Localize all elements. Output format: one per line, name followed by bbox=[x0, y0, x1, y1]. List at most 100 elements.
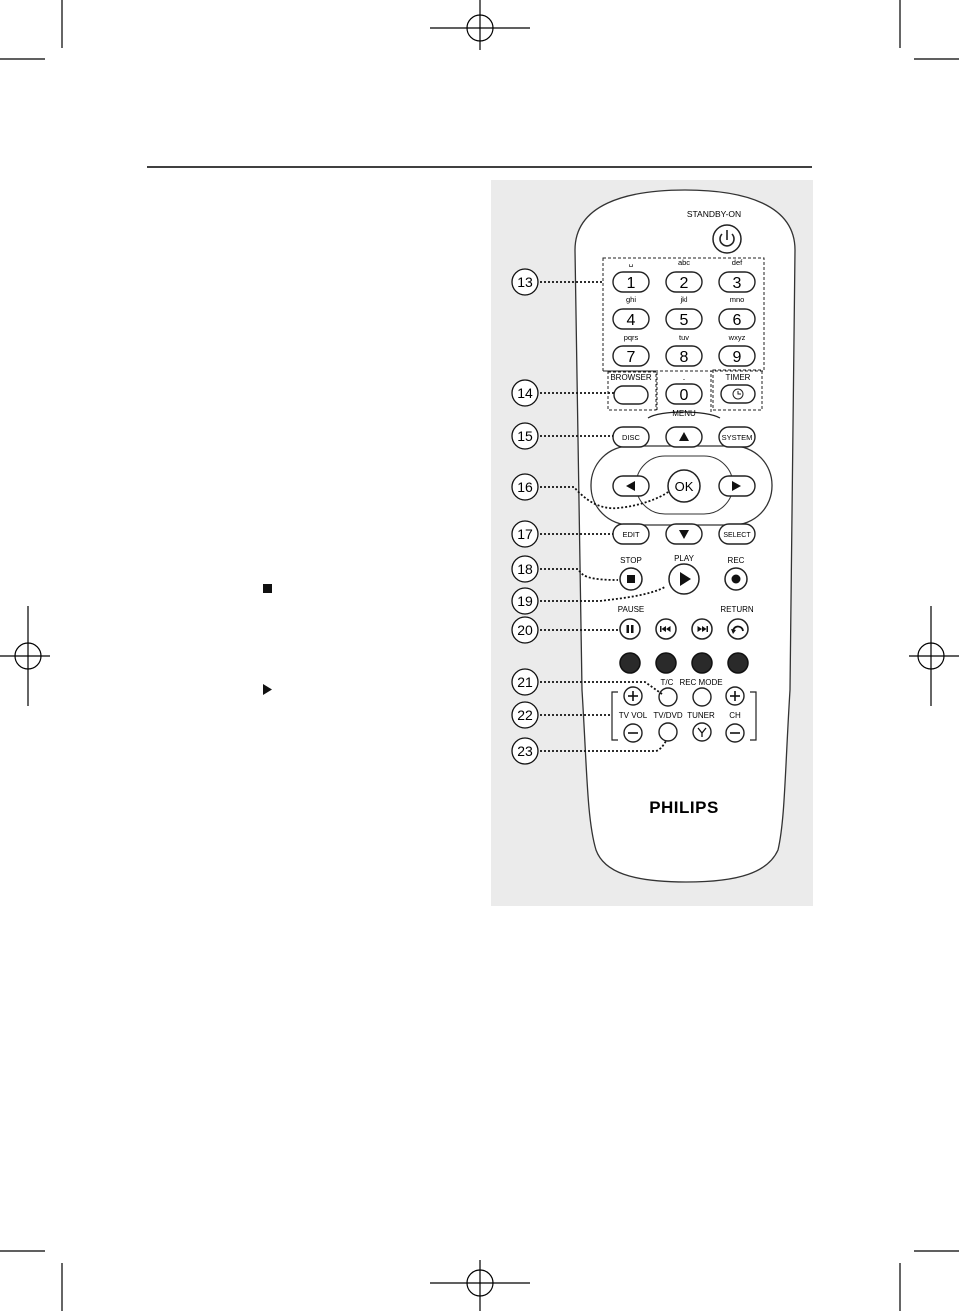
svg-text:21: 21 bbox=[517, 674, 533, 690]
stop-button[interactable] bbox=[619, 567, 643, 591]
ok-button[interactable]: OK bbox=[667, 469, 701, 503]
return-label: RETURN bbox=[720, 605, 754, 614]
ch-minus-button[interactable] bbox=[725, 723, 745, 743]
record-dot-icon bbox=[731, 574, 741, 584]
tc-button[interactable] bbox=[658, 687, 678, 707]
svg-text:8: 8 bbox=[680, 349, 689, 366]
browser-button[interactable] bbox=[613, 385, 649, 405]
svg-text:18: 18 bbox=[517, 561, 533, 577]
svg-text:19: 19 bbox=[517, 593, 533, 609]
arrow-up-icon bbox=[679, 432, 689, 441]
callout-17: 17 bbox=[511, 520, 539, 548]
green-button[interactable] bbox=[655, 652, 677, 674]
callout-20: 20 bbox=[511, 616, 539, 644]
svg-text:OK: OK bbox=[675, 479, 694, 494]
svg-text:SYSTEM: SYSTEM bbox=[722, 433, 753, 442]
ch-plus-button[interactable] bbox=[725, 686, 745, 706]
timer-label: TIMER bbox=[726, 373, 751, 382]
play-button[interactable] bbox=[668, 563, 700, 595]
key-2-letters: abc bbox=[678, 258, 690, 267]
svg-text:22: 22 bbox=[517, 707, 533, 723]
tuner-button[interactable] bbox=[692, 722, 712, 742]
key-6-letters: mno bbox=[730, 295, 745, 304]
key-9-button[interactable]: 9 bbox=[718, 345, 756, 367]
callout-19: 19 bbox=[511, 587, 539, 615]
callout-23: 23 bbox=[511, 737, 539, 765]
key-3-button[interactable]: 3 bbox=[718, 271, 756, 293]
callout-14: 14 bbox=[511, 379, 539, 407]
svg-text:SELECT: SELECT bbox=[723, 532, 751, 539]
key-0-button[interactable]: 0 bbox=[665, 383, 703, 405]
callout-18: 18 bbox=[511, 555, 539, 583]
rec-button[interactable] bbox=[724, 567, 748, 591]
key-1-button[interactable]: 1 bbox=[612, 271, 650, 293]
left-arrow-button[interactable] bbox=[612, 475, 650, 497]
key-5-button[interactable]: 5 bbox=[665, 308, 703, 330]
up-arrow-button[interactable] bbox=[665, 426, 703, 448]
svg-text:4: 4 bbox=[627, 312, 636, 329]
blue-button[interactable] bbox=[727, 652, 749, 674]
svg-text:2: 2 bbox=[680, 275, 689, 292]
key-7-button[interactable]: 7 bbox=[612, 345, 650, 367]
skip-next-icon bbox=[697, 626, 702, 632]
play-triangle-icon bbox=[263, 684, 272, 695]
down-arrow-button[interactable] bbox=[665, 523, 703, 545]
svg-text:17: 17 bbox=[517, 526, 533, 542]
svg-text:1: 1 bbox=[627, 275, 636, 292]
stop-label: STOP bbox=[620, 556, 642, 565]
tv-vol-minus-button[interactable] bbox=[623, 723, 643, 743]
svg-text:3: 3 bbox=[733, 275, 742, 292]
rec-label: REC bbox=[728, 556, 745, 565]
timer-button[interactable] bbox=[720, 384, 756, 404]
play-icon bbox=[680, 572, 691, 586]
rec-mode-label: REC MODE bbox=[679, 678, 722, 687]
tv-vol-plus-button[interactable] bbox=[623, 686, 643, 706]
red-button[interactable] bbox=[619, 652, 641, 674]
key-4-letters: ghi bbox=[626, 295, 636, 304]
previous-button[interactable] bbox=[655, 618, 677, 640]
key-4-button[interactable]: 4 bbox=[612, 308, 650, 330]
svg-text:7: 7 bbox=[627, 349, 636, 366]
key-8-button[interactable]: 8 bbox=[665, 345, 703, 367]
stop-icon bbox=[627, 575, 635, 583]
menu-label: MENU bbox=[672, 409, 696, 418]
ch-label: CH bbox=[729, 711, 741, 720]
edit-button[interactable]: EDIT bbox=[612, 523, 650, 545]
pause-button[interactable] bbox=[619, 618, 641, 640]
right-arrow-button[interactable] bbox=[718, 475, 756, 497]
timer-dashed-box bbox=[712, 369, 763, 411]
key-2-button[interactable]: 2 bbox=[665, 271, 703, 293]
tv-vol-label: TV VOL bbox=[619, 711, 648, 720]
svg-text:5: 5 bbox=[680, 312, 689, 329]
return-button[interactable] bbox=[727, 618, 749, 640]
key-1-letters: ␣ bbox=[629, 258, 634, 267]
key-6-button[interactable]: 6 bbox=[718, 308, 756, 330]
key-9-letters: wxyz bbox=[728, 333, 746, 342]
tv-dvd-button[interactable] bbox=[658, 722, 678, 742]
clock-icon bbox=[732, 388, 744, 400]
tuner-label: TUNER bbox=[687, 711, 715, 720]
system-button[interactable]: SYSTEM bbox=[718, 426, 756, 448]
colour-buttons bbox=[619, 652, 749, 674]
standby-button[interactable] bbox=[712, 224, 742, 254]
svg-text:13: 13 bbox=[517, 274, 533, 290]
browser-dashed-box bbox=[607, 371, 657, 411]
skip-previous-icon bbox=[660, 626, 662, 632]
svg-text:16: 16 bbox=[517, 479, 533, 495]
key-8-letters: tuv bbox=[679, 333, 689, 342]
key-3-letters: def bbox=[732, 258, 743, 267]
select-button[interactable]: SELECT bbox=[718, 523, 756, 545]
rec-mode-button[interactable] bbox=[692, 687, 712, 707]
callout-leaders bbox=[540, 281, 669, 752]
yellow-button[interactable] bbox=[691, 652, 713, 674]
pause-label: PAUSE bbox=[618, 605, 645, 614]
disc-button[interactable]: DISC bbox=[612, 426, 650, 448]
power-icon bbox=[719, 233, 735, 247]
svg-text:20: 20 bbox=[517, 622, 533, 638]
next-button[interactable] bbox=[691, 618, 713, 640]
antenna-icon bbox=[697, 727, 707, 737]
